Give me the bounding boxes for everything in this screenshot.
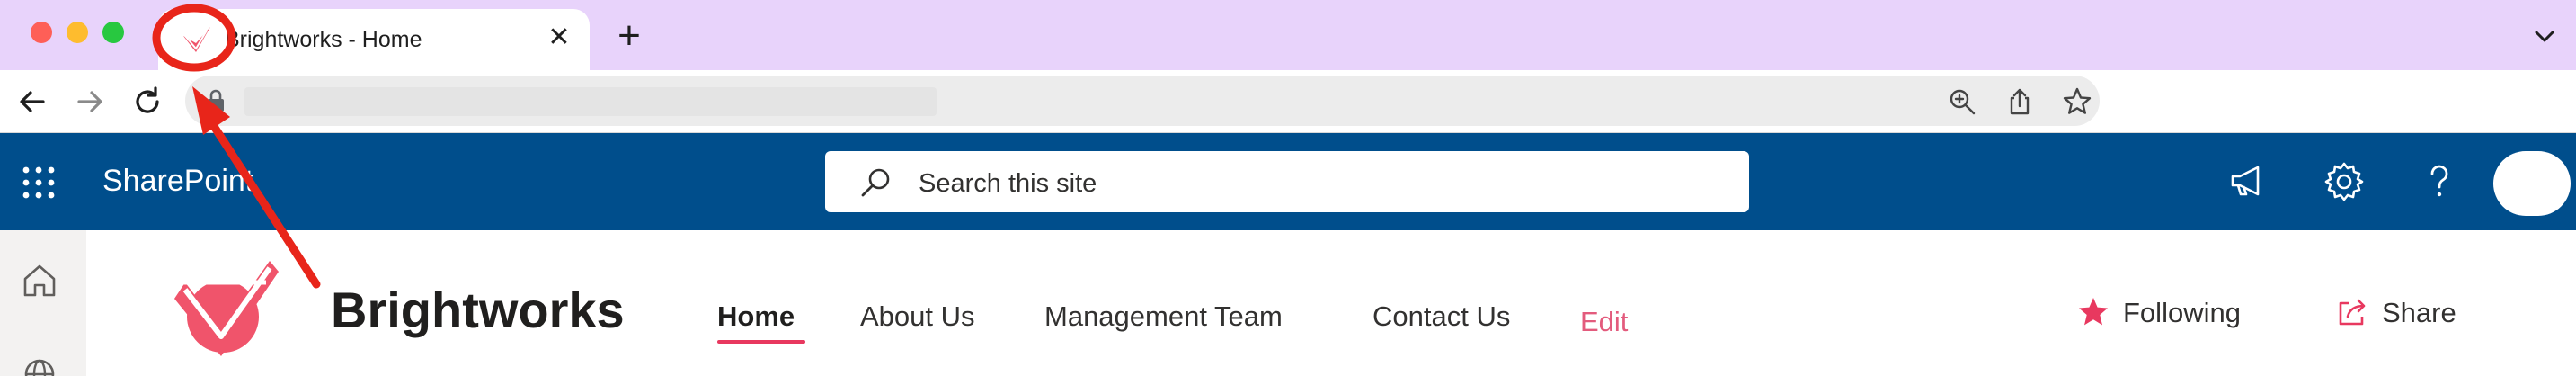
zoom-icon[interactable] [1947, 86, 1977, 117]
window-zoom-button[interactable] [102, 22, 124, 43]
nav-link-about-us[interactable]: About Us [860, 300, 975, 332]
address-bar[interactable]: brightworks.sharepoint.com [185, 76, 2100, 126]
sharepoint-suite-bar: SharePoint Search this site [0, 133, 2576, 230]
share-icon[interactable] [2004, 86, 2035, 117]
share-button[interactable]: Share [2335, 295, 2488, 331]
window-close-button[interactable] [31, 22, 52, 43]
nav-link-management-team[interactable]: Management Team [1044, 300, 1283, 332]
globe-icon[interactable] [20, 354, 59, 376]
new-tab-button[interactable]: + [617, 13, 641, 58]
nav-link-contact-us[interactable]: Contact Us [1372, 300, 1511, 332]
share-label: Share [2382, 297, 2456, 328]
url-text[interactable]: brightworks.sharepoint.com [244, 87, 937, 116]
reload-icon[interactable] [129, 84, 165, 120]
brightworks-logo-icon [174, 261, 279, 356]
help-icon[interactable] [2418, 160, 2461, 203]
following-label: Following [2123, 297, 2241, 328]
site-title[interactable]: Brightworks [331, 282, 625, 338]
gear-icon[interactable] [2323, 160, 2366, 203]
home-icon[interactable] [20, 261, 59, 300]
tab-title: Brightworks - Home [225, 27, 422, 52]
forward-arrow-icon[interactable] [72, 84, 108, 120]
following-button[interactable]: Following [2076, 295, 2274, 331]
tab-search-chevron-icon[interactable] [2529, 22, 2560, 52]
waffle-icon[interactable] [20, 164, 58, 201]
nav-link-home[interactable]: Home [717, 300, 795, 332]
nav-edit-link[interactable]: Edit [1580, 306, 1629, 337]
tab-close-icon[interactable]: ✕ [547, 22, 571, 52]
lock-icon[interactable] [205, 88, 227, 113]
user-avatar[interactable] [2493, 151, 2571, 216]
bookmark-star-icon[interactable] [2062, 86, 2092, 117]
back-arrow-icon[interactable] [14, 84, 50, 120]
nav-active-indicator [717, 340, 805, 344]
search-input[interactable]: Search this site [919, 169, 1097, 198]
brightworks-favicon-icon [183, 27, 210, 52]
browser-toolbar: brightworks.sharepoint.com [0, 70, 2576, 133]
window-minimize-button[interactable] [67, 22, 88, 43]
star-icon [2079, 298, 2108, 326]
sharepoint-app-bar [0, 230, 86, 376]
sharepoint-app-name[interactable]: SharePoint [102, 164, 254, 198]
browser-tab-strip: Brightworks - Home ✕ + [0, 0, 2576, 70]
search-icon [861, 168, 890, 197]
megaphone-icon[interactable] [2225, 160, 2269, 203]
browser-tab-active[interactable]: Brightworks - Home ✕ [158, 9, 590, 70]
site-search-box[interactable]: Search this site [825, 151, 1749, 212]
share-icon [2339, 299, 2366, 326]
